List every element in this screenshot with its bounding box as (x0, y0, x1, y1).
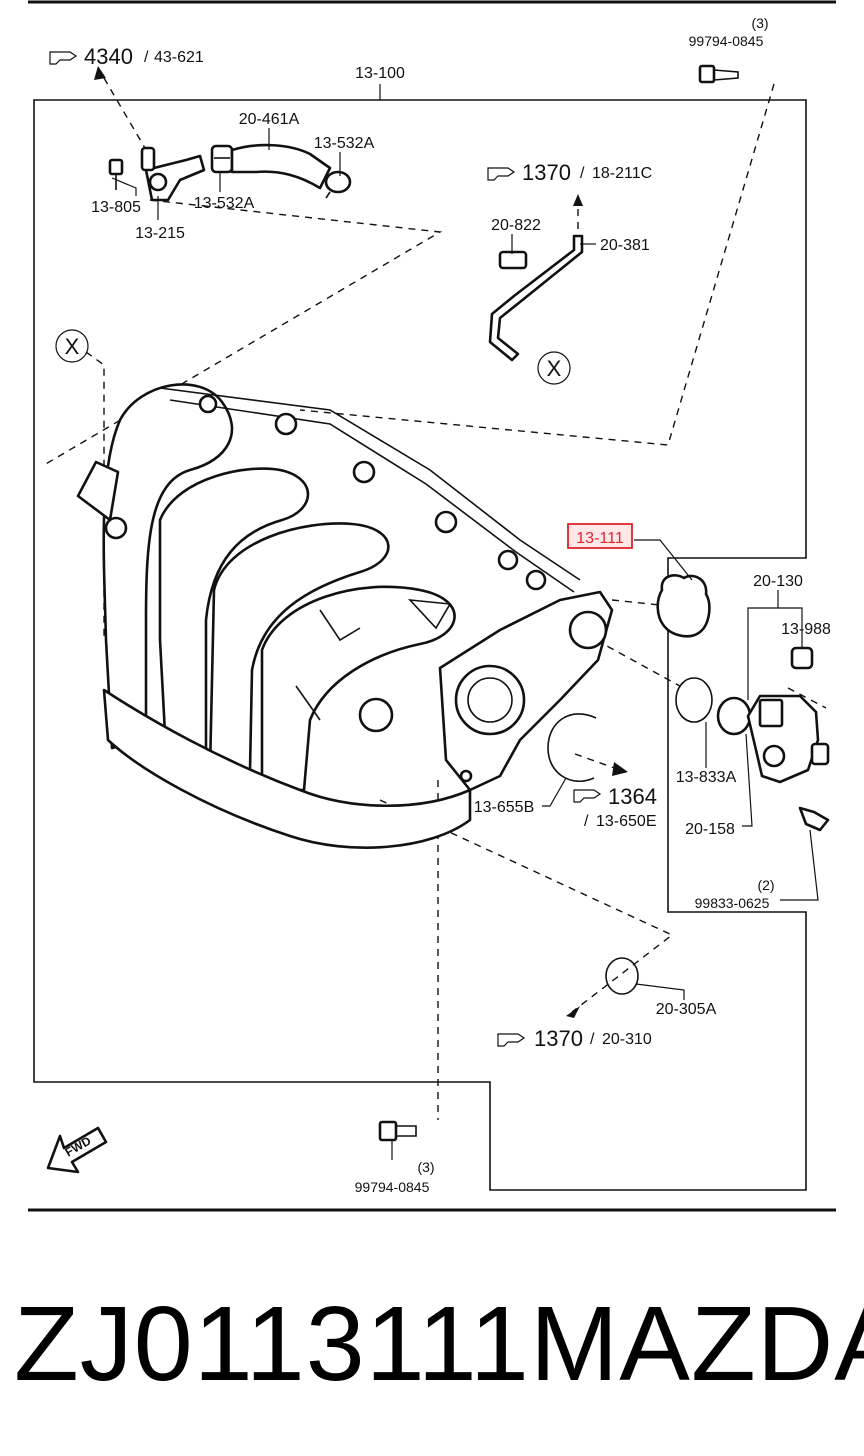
clamp-left-drawing (210, 144, 234, 174)
screw-drawing (798, 806, 830, 832)
svg-text:/: / (144, 49, 149, 66)
label-oring-158[interactable]: 20-158 (685, 821, 735, 838)
oring-20-158-drawing (716, 696, 752, 736)
label-oring-305[interactable]: 20-305A (656, 1001, 717, 1018)
hose-drawing (230, 143, 332, 190)
footer-caption: ZJ0113111 MAZDA (0, 1284, 864, 1414)
label-bolt-top[interactable]: 99794-0845 (689, 33, 764, 49)
label-bolt-small[interactable]: 13-805 (91, 199, 141, 216)
oring-20-305A-drawing (605, 957, 639, 995)
leader-lines (111, 84, 819, 1160)
brand-name: MAZDA (530, 1285, 864, 1403)
svg-text:18-211C: 18-211C (592, 165, 652, 182)
svg-text:/: / (584, 813, 589, 830)
svg-text:X: X (547, 356, 562, 381)
label-main-group[interactable]: 13-100 (355, 65, 405, 82)
label-clamp-right[interactable]: 13-532A (314, 135, 375, 152)
svg-text:13-650E: 13-650E (596, 813, 657, 830)
svg-text:X: X (65, 334, 80, 359)
pointing-hand-icon (573, 789, 602, 803)
callout-1370-bottom[interactable]: 1370 / 20-310 (497, 1026, 652, 1051)
oring-13-833A-drawing (675, 677, 713, 723)
part-number: ZJ0113111 (14, 1285, 530, 1403)
callout-1370-top[interactable]: 1370 / 18-211C (487, 160, 652, 185)
water-outlet-drawing (746, 694, 830, 784)
label-screw[interactable]: 99833-0625 (695, 895, 770, 911)
label-clip[interactable]: 20-822 (491, 217, 541, 234)
callout-1364[interactable]: 1364 / 13-650E (573, 784, 657, 830)
svg-text:4340: 4340 (84, 44, 133, 69)
pipe-drawing (488, 234, 584, 362)
arrowheads (94, 66, 628, 1018)
pointing-hand-icon (487, 167, 516, 181)
gasket-13-111-drawing (656, 574, 711, 638)
svg-text:/: / (580, 165, 585, 182)
clamp-right-drawing (324, 170, 352, 199)
svg-text:1370: 1370 (534, 1026, 583, 1051)
label-fitting[interactable]: 13-215 (135, 225, 185, 242)
fitting-drawing (140, 146, 206, 202)
label-gasket-655[interactable]: 13-655B (474, 799, 535, 816)
bolt-small-drawing (108, 158, 124, 190)
callout-4340[interactable]: 4340 / 43-621 (49, 44, 204, 69)
pointing-hand-icon (49, 51, 78, 65)
bolt-top-drawing (698, 64, 739, 84)
sensor-drawing (790, 646, 814, 670)
svg-text:43-621: 43-621 (154, 49, 204, 66)
fwd-arrow: FWD (46, 1126, 108, 1174)
label-bolt-bottom[interactable]: 99794-0845 (355, 1179, 430, 1195)
gasket-13-655B-drawing (547, 713, 597, 783)
small-parts (108, 64, 830, 1142)
label-bolt-bottom-qty: (3) (417, 1159, 434, 1175)
svg-text:1370: 1370 (522, 160, 571, 185)
label-clamp-left[interactable]: 13-532A (194, 195, 255, 212)
label-hose[interactable]: 20-461A (239, 111, 300, 128)
clip-drawing (498, 250, 528, 270)
label-screw-qty: (2) (757, 877, 774, 893)
pointing-hand-icon (497, 1033, 526, 1047)
cross-marker-right: X (537, 351, 571, 385)
label-sensor[interactable]: 13-988 (781, 621, 831, 638)
label-bolt-top-qty: (3) (751, 15, 768, 31)
svg-text:/: / (590, 1031, 595, 1048)
group-outline (33, 99, 807, 1191)
label-gasket-highlight-box[interactable]: 13-111 (567, 523, 633, 549)
intake-manifold-drawing (76, 383, 614, 849)
svg-text:20-310: 20-310 (602, 1031, 652, 1048)
label-oring-833[interactable]: 13-833A (676, 769, 737, 786)
bolt-bottom-drawing (378, 1120, 417, 1142)
part-labels: 13-100 (3) 99794-0845 20-461A 13-532A 13… (91, 15, 831, 1195)
svg-text:13-111: 13-111 (576, 530, 624, 547)
svg-text:1364: 1364 (608, 784, 657, 809)
cross-marker-left: X (55, 329, 89, 363)
label-pipe[interactable]: 20-381 (600, 237, 650, 254)
label-water-outlet[interactable]: 20-130 (753, 573, 803, 590)
